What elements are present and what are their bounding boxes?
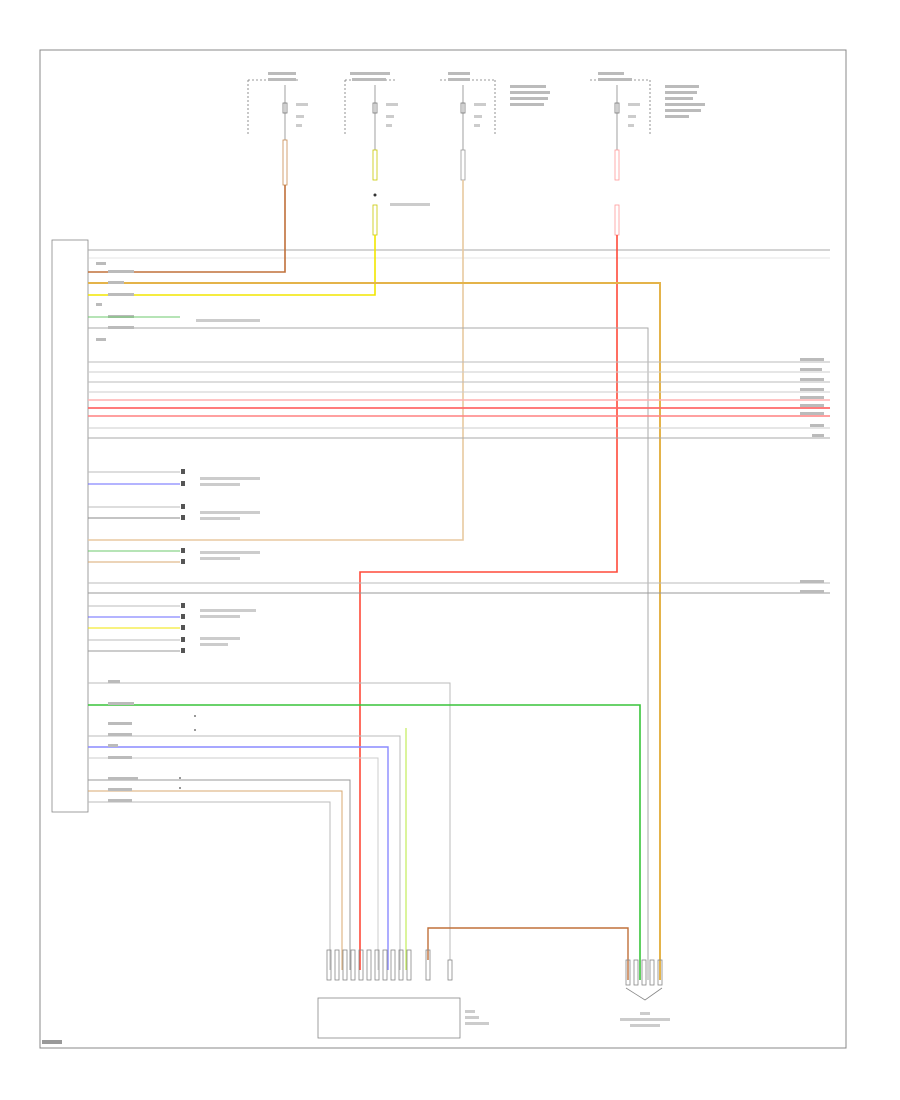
ecm-feed-wires bbox=[88, 682, 641, 980]
fuse-column-2 bbox=[372, 85, 398, 150]
ecm-box bbox=[317, 997, 461, 1039]
fuse-column-3 bbox=[460, 85, 486, 150]
footer-mark bbox=[42, 1040, 62, 1044]
ecm-pin-connectors bbox=[326, 949, 453, 981]
aux-label bbox=[196, 319, 260, 322]
fuse-column-4 bbox=[614, 85, 640, 150]
switch-labels bbox=[200, 477, 260, 560]
page-border bbox=[39, 49, 847, 1049]
fuse-connectors bbox=[282, 139, 620, 236]
switch-labels-4 bbox=[200, 609, 256, 646]
switch-group-wires bbox=[88, 471, 180, 563]
power-rails bbox=[247, 79, 651, 135]
loop-wire-orange bbox=[88, 282, 661, 980]
splice-label bbox=[390, 203, 430, 206]
switch-symbols bbox=[181, 469, 185, 564]
switch-group-4 bbox=[88, 605, 180, 652]
ecm-label-marks bbox=[465, 1010, 489, 1025]
bus-pair-2 bbox=[88, 582, 830, 594]
fuse-column-1 bbox=[282, 85, 308, 140]
feed-wires bbox=[88, 180, 618, 970]
dlc-label-marks bbox=[620, 1012, 670, 1027]
data-bus-lines bbox=[88, 361, 830, 439]
fuse-headers bbox=[268, 72, 705, 118]
ecm-dlc-link-wire bbox=[427, 927, 629, 980]
dlc-symbol bbox=[625, 987, 663, 1001]
dlc-pin-connectors bbox=[625, 959, 663, 986]
switch-symbols-4 bbox=[181, 603, 185, 653]
bottom-pin-labels bbox=[108, 680, 138, 802]
control-unit-box bbox=[51, 239, 89, 813]
top-bus-lines bbox=[88, 249, 830, 259]
splice-dot bbox=[373, 193, 377, 197]
loop-wire-gray bbox=[88, 327, 649, 980]
pin-group-1 bbox=[96, 262, 134, 341]
data-bus-end-labels bbox=[800, 358, 824, 437]
